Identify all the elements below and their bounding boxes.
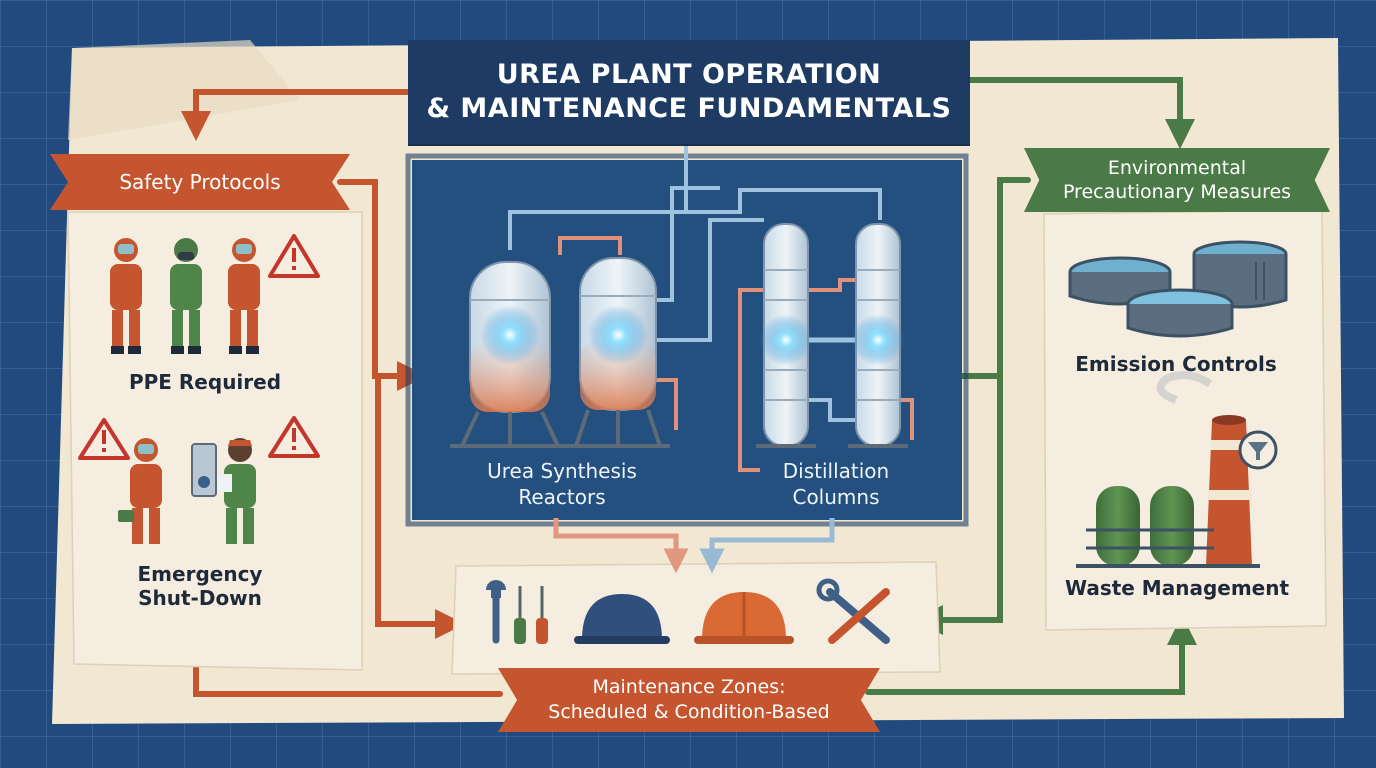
wrench-icon [486, 580, 506, 644]
distillation-columns-label: Distillation Columns [746, 458, 926, 510]
screwdriver-icon [536, 586, 548, 644]
emergency-shutdown-line2: Shut-Down [138, 586, 262, 610]
distillation-column-1 [756, 223, 816, 448]
emergency-shutdown-label: Emergency Shut-Down [110, 562, 290, 610]
warning-icon [78, 418, 130, 460]
ppe-required-label: PPE Required [128, 370, 282, 394]
hard-hat-icon [574, 594, 670, 644]
environmental-measures-banner: Environmental Precautionary Measures [1024, 148, 1330, 212]
process-piping [508, 140, 914, 472]
columns-label-line1: Distillation [782, 459, 890, 483]
reactor-vessel-2 [566, 257, 670, 448]
arrow-title-to-safety [181, 89, 423, 141]
urea-synthesis-reactors-label: Urea Synthesis Reactors [462, 458, 662, 510]
maintenance-zones-line1: Maintenance Zones: [592, 676, 786, 698]
warning-icon [268, 416, 320, 458]
arrow-reactors-to-maintenance [553, 518, 689, 574]
environmental-heading-line2: Precautionary Measures [1062, 181, 1292, 203]
safety-protocols-heading: Safety Protocols [119, 170, 281, 194]
arrow-title-to-environment [957, 77, 1195, 149]
reactors-label-line1: Urea Synthesis [487, 459, 637, 483]
emission-basins-icon [1068, 240, 1288, 338]
maintenance-zones-line2: Scheduled & Condition-Based [548, 701, 830, 723]
crossed-tools-icon [816, 578, 890, 644]
filter-icon [1238, 430, 1278, 470]
maintenance-zones-banner: Maintenance Zones: Scheduled & Condition… [498, 668, 880, 732]
reactors-label-line2: Reactors [518, 485, 606, 509]
maintenance-panel [451, 561, 941, 675]
emission-controls-label: Emission Controls [1075, 352, 1277, 376]
columns-label-line2: Columns [792, 485, 880, 509]
waste-management-label: Waste Management [1064, 576, 1290, 600]
hard-hat-icon [694, 592, 794, 644]
page-subtitle: & MAINTENANCE FUNDAMENTALS [426, 93, 952, 124]
ppe-workers-icon [110, 238, 260, 354]
environmental-heading-line1: Environmental [1107, 157, 1247, 179]
screwdriver-icon [514, 586, 526, 644]
arrow-maintenance-to-waste [865, 615, 1197, 695]
title-banner: UREA PLANT OPERATION & MAINTENANCE FUNDA… [408, 40, 970, 144]
parchment-fold [68, 40, 300, 140]
page-title: UREA PLANT OPERATION [496, 59, 882, 90]
safety-protocols-banner: Safety Protocols [50, 154, 350, 210]
emergency-shutdown-icon [118, 438, 256, 544]
safety-panel [67, 211, 363, 671]
arrow-to-maintenance-tools [375, 373, 465, 639]
reactor-vessel-1 [450, 261, 570, 448]
distillation-column-2 [848, 223, 908, 448]
emergency-shutdown-line1: Emergency [137, 562, 263, 586]
arrow-to-maintenance-wrench [913, 373, 1003, 635]
warning-icon [268, 234, 320, 278]
arrow-columns-to-maintenance [699, 518, 835, 574]
